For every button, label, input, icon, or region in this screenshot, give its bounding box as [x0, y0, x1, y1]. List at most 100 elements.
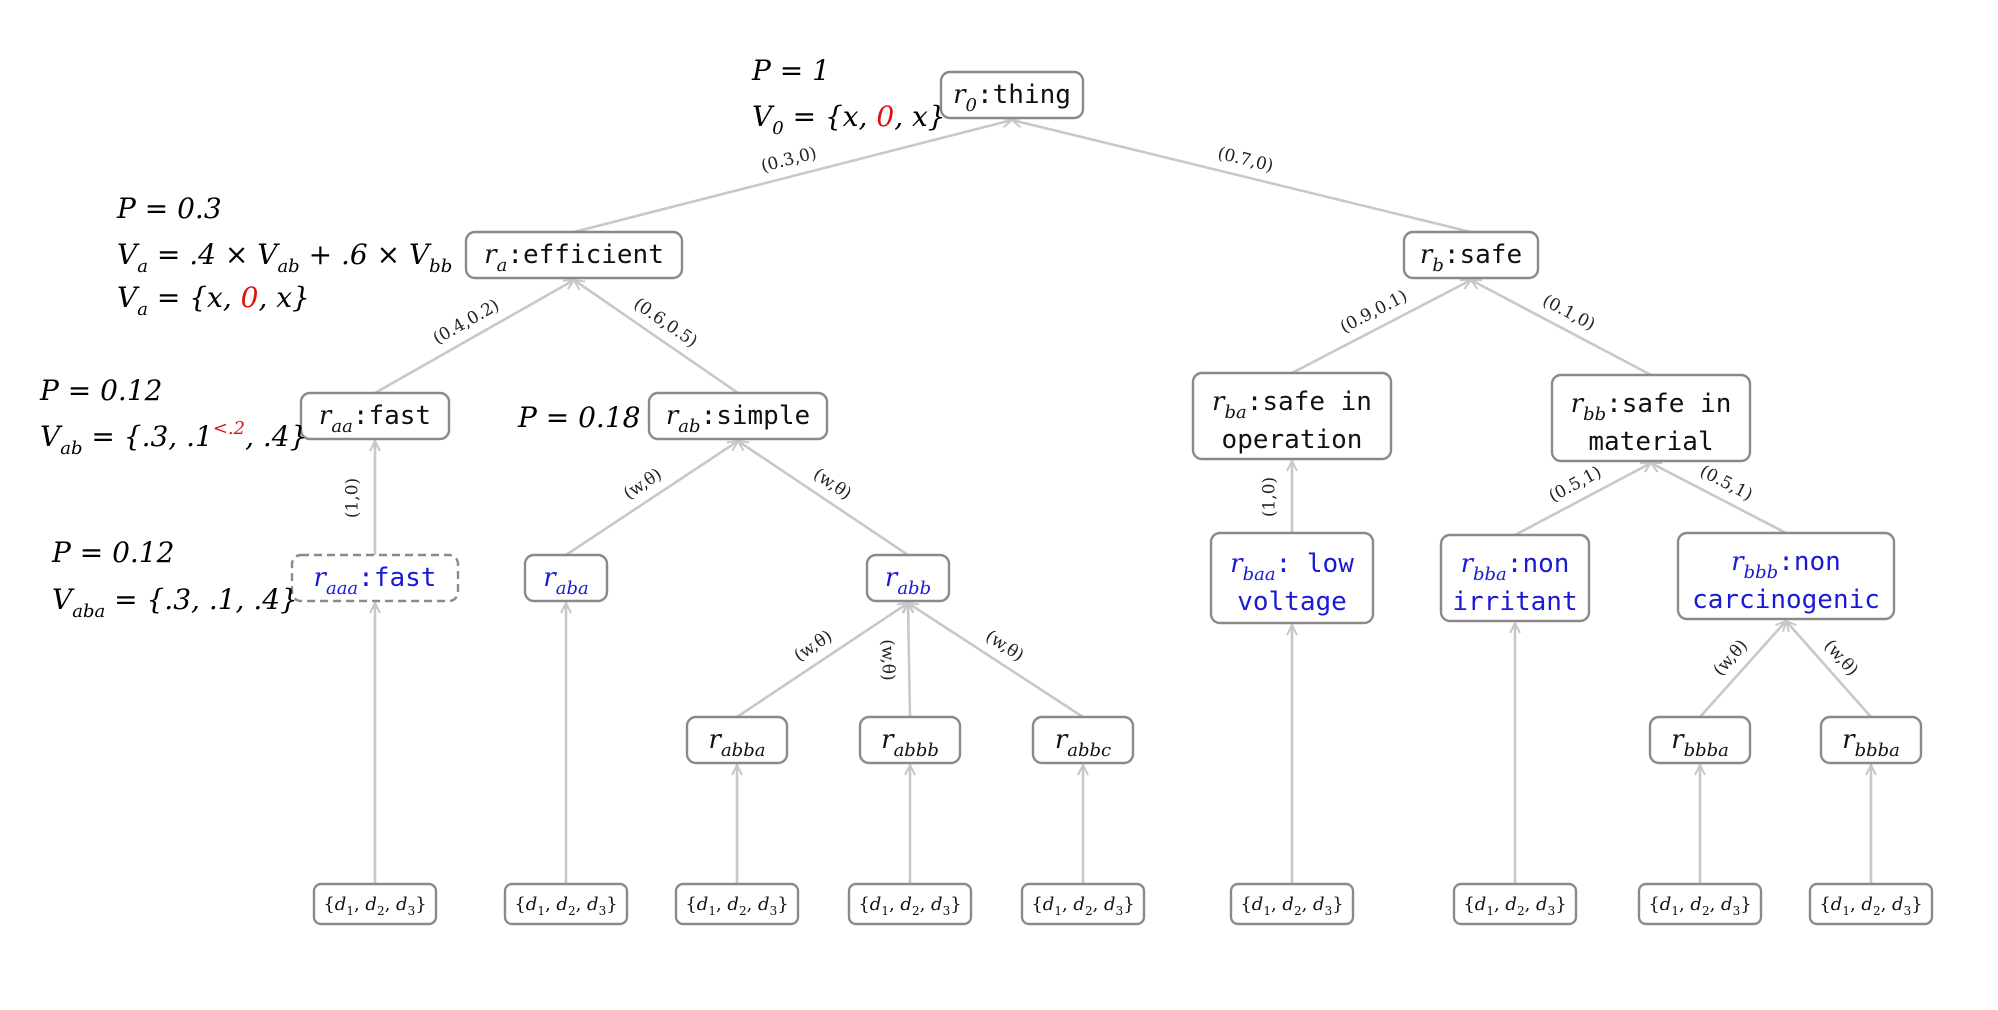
- node-label-line2: operation: [1222, 425, 1363, 455]
- node-label: rbaa: low: [1230, 549, 1354, 585]
- edge-rabb-rab: [738, 441, 909, 557]
- edge-rabbc-rabb: [908, 603, 1084, 719]
- node-label-line2: carcinogenic: [1692, 585, 1880, 615]
- node-label: rbbba: [1842, 725, 1900, 761]
- node-label: rab:simple: [666, 401, 810, 437]
- document-set: {d1, d2, d3}: [1808, 882, 1934, 926]
- raa-value: Vab = {.3, .1<.2, .4}: [40, 418, 307, 459]
- document-set: {d1, d2, d3}: [1452, 882, 1578, 926]
- edges-layer: [374, 120, 1872, 719]
- document-set: {d1, d2, d3}: [674, 882, 800, 926]
- edge-label: (1,0): [343, 478, 363, 518]
- concept-node-rabba: rabba: [685, 715, 789, 765]
- node-label-line2: irritant: [1452, 587, 1577, 617]
- document-set-label: {d1, d2, d3}: [1031, 894, 1134, 918]
- concept-node-rbbba1: rbbba: [1648, 715, 1752, 765]
- edge-label: (w,θ): [982, 626, 1028, 665]
- rab-annotation: P = 0.18: [517, 401, 640, 434]
- concept-node-raaa: raaa:fast: [290, 553, 460, 603]
- edge-label: (w,θ): [877, 639, 898, 681]
- concept-node-rb: rb:safe: [1402, 230, 1540, 280]
- ra-value: Va = {x, 0, x}: [117, 281, 310, 320]
- edge-rbba-rbb: [1514, 461, 1651, 537]
- document-set-label: {d1, d2, d3}: [323, 894, 426, 918]
- node-label: r0:thing: [953, 80, 1071, 116]
- edge-rab-ra: [574, 280, 739, 395]
- edge-label: (1,0): [1260, 477, 1280, 517]
- concept-node-rabbb: rabbb: [858, 715, 962, 765]
- nodes-layer: r0:thing ra:efficient rb:safe raa:fast rab:s…: [290, 70, 1923, 765]
- edge-label: (w,θ): [1820, 636, 1862, 680]
- node-label: rbbba: [1671, 725, 1729, 761]
- edge-label: (0.1,0): [1539, 291, 1598, 335]
- document-set: {d1, d2, d3}: [312, 882, 438, 926]
- concept-node-ra: ra:efficient: [464, 230, 684, 280]
- root-annotation: P = 1 V0 = {x, 0, x}: [751, 54, 946, 139]
- raaa-annotation: P = 0.12 Vaba = {.3, .1, .4}: [51, 536, 298, 622]
- document-set: {d1, d2, d3}: [847, 882, 973, 926]
- edge-rbbba2-rbbb: [1786, 621, 1872, 718]
- edge-rbbb-rbb: [1651, 461, 1787, 535]
- document-set: {d1, d2, d3}: [503, 882, 629, 926]
- edge-ra-r0: [573, 120, 1012, 234]
- edge-label: (0.5,1): [1696, 461, 1755, 505]
- edge-rbbba1-rbbb: [1699, 621, 1786, 718]
- document-set: {d1, d2, d3}: [1020, 882, 1146, 926]
- node-label: rb:safe: [1420, 240, 1522, 276]
- raaa-probability: P = 0.12: [51, 536, 174, 569]
- document-edges-layer: [375, 603, 1871, 884]
- node-label: raaa:fast: [314, 563, 437, 599]
- raaa-value: Vaba = {.3, .1, .4}: [52, 583, 298, 622]
- concept-node-rab: rab:simple: [647, 391, 829, 441]
- node-label: raa:fast: [319, 401, 431, 437]
- node-label: rbbb:non: [1731, 547, 1841, 583]
- raa-annotation: P = 0.12 Vab = {.3, .1<.2, .4}: [39, 374, 307, 459]
- document-set: {d1, d2, d3}: [1637, 882, 1763, 926]
- rab-probability: P = 0.18: [517, 401, 640, 434]
- edge-label: (w,θ): [620, 464, 666, 504]
- ra-value-formula: Va = .4 × Vab + .6 × Vbb: [117, 238, 452, 277]
- node-label: rba:safe in: [1212, 387, 1372, 423]
- node-label: raba: [543, 563, 588, 599]
- edge-rabba-rabb: [736, 603, 908, 719]
- edge-rabbb-rabb: [908, 603, 910, 718]
- node-label: rabbc: [1055, 725, 1111, 761]
- edge-rb-r0: [1012, 120, 1472, 234]
- edge-label: (0.5,1): [1546, 462, 1605, 506]
- concept-node-raba: raba: [523, 553, 609, 603]
- node-label: rabba: [709, 725, 766, 761]
- concept-node-rabb: rabb: [865, 553, 951, 603]
- document-set-label: {d1, d2, d3}: [685, 894, 788, 918]
- node-label: rbba:non: [1461, 549, 1570, 585]
- edge-raa-ra: [374, 278, 574, 395]
- node-label: rabbb: [881, 725, 939, 761]
- edge-raba-rab: [565, 441, 738, 557]
- root-probability: P = 1: [751, 54, 830, 87]
- node-label: ra:efficient: [484, 240, 664, 276]
- document-set-label: {d1, d2, d3}: [858, 894, 961, 918]
- document-set-label: {d1, d2, d3}: [1648, 894, 1751, 918]
- documents-layer: {d1, d2, d3} {d1, d2, d3} {d1, d2, d3} {d1,…: [312, 882, 1934, 926]
- concept-node-rabbc: rabbc: [1031, 715, 1135, 765]
- node-label: rabb: [885, 563, 931, 599]
- edge-label: (w,θ): [1709, 636, 1752, 680]
- ra-probability: P = 0.3: [116, 192, 222, 225]
- document-set: {d1, d2, d3}: [1229, 882, 1355, 926]
- document-set-label: {d1, d2, d3}: [1240, 894, 1343, 918]
- node-label-line2: voltage: [1237, 587, 1347, 617]
- root-value: V0 = {x, 0, x}: [752, 100, 946, 139]
- ra-annotation: P = 0.3 Va = .4 × Vab + .6 × Vbb Va = {x…: [116, 192, 452, 320]
- concept-node-raa: raa:fast: [299, 391, 451, 441]
- node-label: rbb:safe in: [1571, 389, 1732, 425]
- concept-node-rbbba2: rbbba: [1819, 715, 1923, 765]
- edge-label: (w,θ): [791, 626, 837, 666]
- document-set-label: {d1, d2, d3}: [1463, 894, 1566, 918]
- edge-rbb-rb: [1471, 278, 1652, 377]
